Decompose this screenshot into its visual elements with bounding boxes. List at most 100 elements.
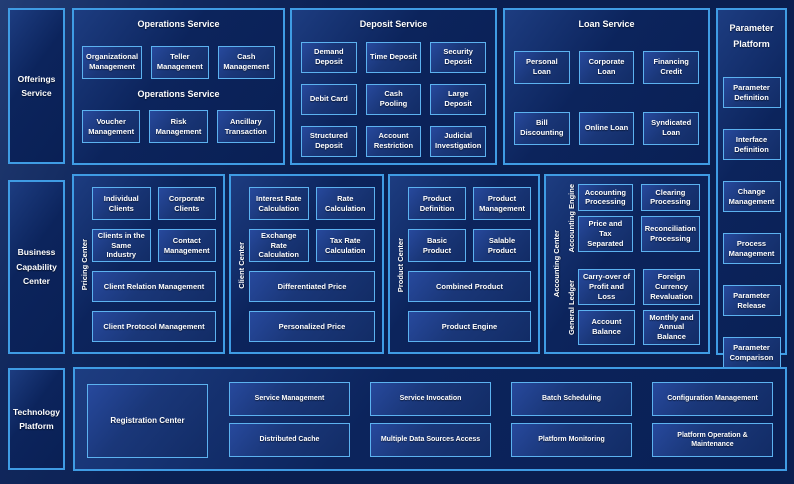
- accounting-center-panel: Accounting Center Accounting Engine Acco…: [544, 174, 710, 354]
- cell-rate-calculation: Rate Calculation: [315, 187, 375, 220]
- deposit-service-title: Deposit Service: [359, 19, 428, 29]
- accounting-engine-grid: Accounting Processing Clearing Processin…: [578, 184, 700, 253]
- general-ledger-grid: Carry-over of Profit and Loss Foreign Cu…: [578, 269, 700, 345]
- cell-change-management: Change Management: [722, 181, 781, 213]
- client-center-side-text: Client Center: [236, 241, 246, 289]
- cell-parameter-definition: Parameter Definition: [722, 77, 781, 109]
- operations-row-1: Organizational Management Teller Managem…: [80, 45, 277, 79]
- cell-online-loan: Online Loan: [578, 111, 635, 145]
- general-ledger-side-text: General Ledger: [566, 279, 576, 335]
- cell-client-relation-management: Client Relation Management: [92, 271, 216, 302]
- pricing-center-side-text: Pricing Center: [79, 239, 89, 291]
- pricing-row-2: Clients in the Same Industry Contact Man…: [92, 229, 216, 262]
- loan-service-panel: Loan Service Personal Loan Corporate Loa…: [503, 8, 710, 165]
- cell-individual-clients: Individual Clients: [92, 187, 151, 220]
- accounting-center-side-label: Accounting Center: [548, 184, 564, 344]
- cell-cash-pooling: Cash Pooling: [365, 83, 422, 115]
- cell-price-and-tax-separated: Price and Tax Separated: [578, 215, 633, 253]
- cell-organizational-management: Organizational Management: [82, 45, 143, 79]
- deposit-service-grid: Demand Deposit Time Deposit Security Dep…: [301, 41, 486, 157]
- technology-platform-panel: Registration Center Service Management S…: [73, 367, 787, 471]
- client-center-panel: Client Center Interest Rate Calculation …: [229, 174, 384, 354]
- general-ledger-side-label: General Ledger: [564, 269, 578, 345]
- client-row-1: Interest Rate Calculation Rate Calculati…: [249, 187, 375, 220]
- cell-personalized-price: Personalized Price: [249, 311, 375, 342]
- parameter-platform-title: Parameter Platform: [729, 23, 774, 50]
- business-capability-center-label: Business Capability Center: [8, 180, 65, 354]
- cell-ancillary-transaction: Ancillary Transaction: [216, 110, 275, 144]
- pricing-center-content: Individual Clients Corporate Clients Cli…: [92, 187, 216, 343]
- loan-service-grid: Personal Loan Corporate Loan Financing C…: [514, 50, 699, 145]
- cell-corporate-clients: Corporate Clients: [157, 187, 216, 220]
- cell-differentiated-price: Differentiated Price: [249, 271, 375, 302]
- cell-salable-product: Salable Product: [473, 229, 531, 262]
- accounting-engine-section: Accounting Engine Accounting Processing …: [564, 184, 700, 253]
- cell-distributed-cache: Distributed Cache: [229, 423, 350, 457]
- cell-monthly-annual-balance: Monthly and Annual Balance: [643, 309, 700, 345]
- product-row-1: Product Definition Product Management: [408, 187, 531, 220]
- cell-clients-same-industry: Clients in the Same Industry: [92, 229, 151, 262]
- cell-batch-scheduling: Batch Scheduling: [511, 382, 632, 416]
- accounting-center-content: Accounting Engine Accounting Processing …: [564, 184, 700, 345]
- operations-service-mid-label: Operations Service: [137, 88, 220, 99]
- accounting-engine-side-label: Accounting Engine: [564, 184, 578, 252]
- cell-interest-rate-calculation: Interest Rate Calculation: [249, 187, 309, 220]
- cell-exchange-rate-calculation: Exchange Rate Calculation: [249, 229, 309, 262]
- cell-personal-loan: Personal Loan: [514, 50, 570, 84]
- cell-bill-discounting: Bill Discounting: [514, 111, 570, 145]
- cell-large-deposit: Large Deposit: [430, 83, 486, 115]
- cell-financing-credit: Financing Credit: [643, 50, 699, 84]
- cell-product-definition: Product Definition: [408, 187, 466, 220]
- cell-structured-deposit: Structured Deposit: [301, 125, 357, 157]
- loan-service-title: Loan Service: [578, 19, 635, 29]
- cell-time-deposit: Time Deposit: [365, 41, 422, 73]
- cell-debit-card: Debit Card: [301, 83, 357, 115]
- cell-carry-over-profit-loss: Carry-over of Profit and Loss: [578, 269, 635, 305]
- pricing-center-panel: Pricing Center Individual Clients Corpor…: [72, 174, 225, 354]
- cell-platform-monitoring: Platform Monitoring: [511, 423, 632, 457]
- cell-demand-deposit: Demand Deposit: [301, 41, 357, 73]
- deposit-service-panel: Deposit Service Demand Deposit Time Depo…: [290, 8, 497, 165]
- pricing-row-1: Individual Clients Corporate Clients: [92, 187, 216, 220]
- client-center-side-label: Client Center: [233, 187, 249, 343]
- accounting-engine-side-text: Accounting Engine: [566, 184, 576, 253]
- parameter-platform-panel: Parameter Platform Parameter Definition …: [716, 8, 787, 369]
- cell-parameter-comparison: Parameter Comparison: [722, 337, 781, 369]
- cell-parameter-release: Parameter Release: [722, 285, 781, 317]
- cell-corporate-loan: Corporate Loan: [578, 50, 635, 84]
- technology-platform-label: Technology Platform: [8, 368, 65, 470]
- cell-cash-management: Cash Management: [217, 45, 275, 79]
- cell-client-protocol-management: Client Protocol Management: [92, 311, 216, 342]
- cell-reconciliation-processing: Reconciliation Processing: [640, 215, 700, 253]
- product-center-side-label: Product Center: [392, 187, 408, 343]
- cell-foreign-currency-revaluation: Foreign Currency Revaluation: [643, 269, 700, 305]
- accounting-center-side-text: Accounting Center: [551, 230, 561, 298]
- technology-platform-grid: Service Management Service Invocation Ba…: [229, 382, 773, 457]
- cell-clearing-processing: Clearing Processing: [640, 184, 700, 211]
- cell-multiple-data-sources-access: Multiple Data Sources Access: [370, 423, 491, 457]
- cell-configuration-management: Configuration Management: [652, 382, 773, 416]
- product-center-side-text: Product Center: [395, 237, 405, 293]
- product-center-panel: Product Center Product Definition Produc…: [388, 174, 540, 354]
- cell-service-invocation: Service Invocation: [370, 382, 491, 416]
- cell-judicial-investigation: Judicial Investigation: [430, 125, 486, 157]
- cell-process-management: Process Management: [722, 233, 781, 265]
- product-row-2: Basic Product Salable Product: [408, 229, 531, 262]
- cell-risk-management: Risk Management: [149, 110, 208, 144]
- offerings-service-label: Offerings Service: [8, 8, 65, 164]
- general-ledger-section: General Ledger Carry-over of Profit and …: [564, 269, 700, 345]
- cell-syndicated-loan: Syndicated Loan: [643, 111, 699, 145]
- cell-registration-center: Registration Center: [87, 384, 208, 458]
- cell-product-engine: Product Engine: [408, 311, 531, 342]
- cell-teller-management: Teller Management: [151, 45, 209, 79]
- client-center-content: Interest Rate Calculation Rate Calculati…: [249, 187, 375, 343]
- cell-security-deposit: Security Deposit: [430, 41, 486, 73]
- cell-basic-product: Basic Product: [408, 229, 466, 262]
- cell-interface-definition: Interface Definition: [722, 129, 781, 161]
- client-row-2: Exchange Rate Calculation Tax Rate Calcu…: [249, 229, 375, 262]
- cell-contact-management: Contact Management: [157, 229, 216, 262]
- cell-account-balance: Account Balance: [578, 309, 635, 345]
- cell-service-management: Service Management: [229, 382, 350, 416]
- operations-service-title: Operations Service: [137, 19, 220, 29]
